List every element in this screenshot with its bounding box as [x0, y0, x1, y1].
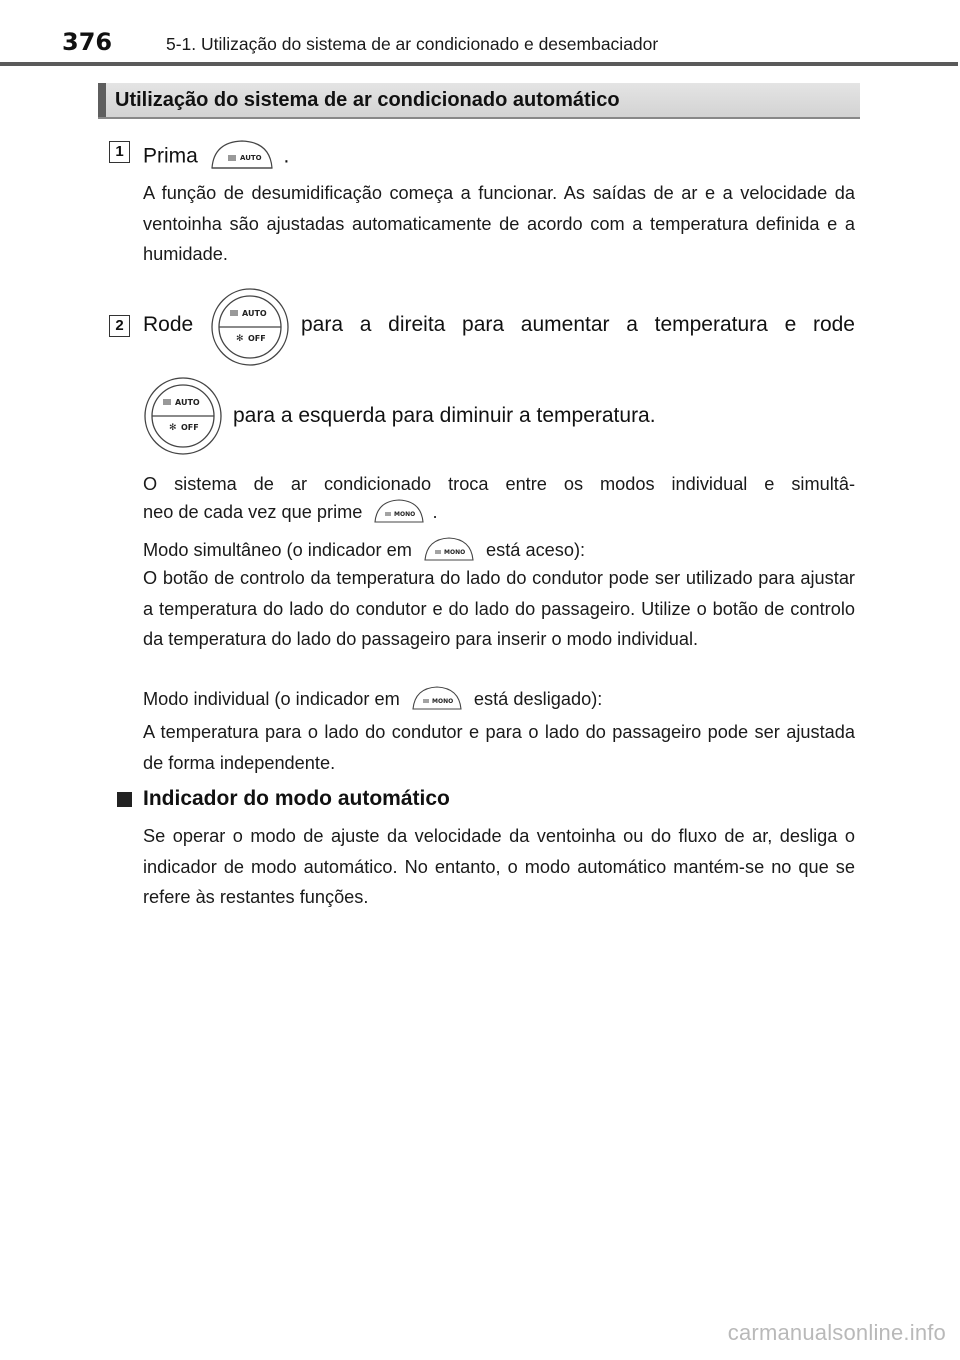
auto-indicator-text: Se operar o modo de ajuste da velocidade…: [143, 826, 855, 907]
auto-button-icon: AUTO: [210, 138, 274, 170]
sim-mode-before: Modo simultâneo (o indicador em: [143, 539, 412, 560]
fan-glyph-2: ✻: [169, 423, 177, 433]
header-divider: [0, 62, 958, 66]
mono-intro-line-2: neo de cada vez que prime MONO .: [143, 498, 438, 526]
mono-button-icon-2: MONO: [423, 536, 475, 562]
auto-button-label: AUTO: [240, 154, 262, 162]
step-2-mid-text: para a direita para aumentar a temperatu…: [301, 313, 855, 336]
ind-mode-before: Modo individual (o indicador em: [143, 688, 400, 709]
step-2-prefix: Rode: [143, 313, 194, 336]
step-1-prefix: Prima: [143, 144, 198, 168]
dial-auto-label: AUTO: [242, 309, 267, 318]
dial-off-label-2: OFF: [181, 423, 199, 432]
mono-button-icon: MONO: [373, 498, 425, 524]
section-bullet-square: [117, 792, 132, 807]
mono-button-icon-3: MONO: [411, 685, 463, 711]
step-1-line: Prima AUTO .: [143, 138, 290, 173]
temperature-dial-icon-2: AUTO ✻ OFF: [143, 376, 223, 456]
sim-mode-text: O botão de controlo da temperatura do la…: [143, 568, 855, 649]
section-heading-bar: [98, 83, 106, 117]
mono-button-label-3: MONO: [432, 698, 453, 705]
mono-intro-end: .: [432, 501, 438, 522]
step-1-description: A função de desumidificação começa a fun…: [143, 183, 855, 264]
mono-button-label-2: MONO: [444, 549, 465, 556]
mono-button-label: MONO: [394, 511, 415, 518]
sim-mode-line: Modo simultâneo (o indicador em MONO est…: [143, 536, 586, 564]
ind-mode-line: Modo individual (o indicador em MONO est…: [143, 685, 603, 713]
dial-auto-label-2: AUTO: [175, 398, 200, 407]
mono-intro-after: neo de cada vez que prime: [143, 501, 363, 522]
page-number: 376: [62, 28, 113, 56]
sim-mode-after: está aceso):: [486, 539, 586, 560]
section-title: Utilização do sistema de ar condicionado…: [115, 89, 620, 111]
section-heading: Utilização do sistema de ar condicionado…: [98, 83, 860, 119]
step-1-suffix: .: [283, 144, 290, 168]
step-2-end-text: para a esquerda para diminuir a temperat…: [233, 404, 656, 427]
watermark: carmanualsonline.info: [727, 1320, 946, 1345]
chapter-title: 5-1. Utilização do sistema de ar condici…: [166, 34, 659, 54]
step-number-2: 2: [109, 315, 130, 337]
ind-mode-text: A temperatura para o lado do condutor e …: [143, 722, 855, 773]
temperature-dial-icon: AUTO ✻ OFF: [210, 287, 290, 367]
mono-intro-line-1: O sistema de ar condicionado troca entre…: [143, 474, 855, 494]
ind-mode-after: está desligado):: [473, 688, 603, 709]
auto-indicator-title: Indicador do modo automático: [143, 787, 450, 810]
page-header: 376 5-1. Utilização do sistema de ar con…: [0, 0, 960, 66]
step-number-1: 1: [109, 141, 130, 163]
dial-off-label: OFF: [248, 334, 266, 343]
fan-glyph: ✻: [236, 334, 244, 344]
